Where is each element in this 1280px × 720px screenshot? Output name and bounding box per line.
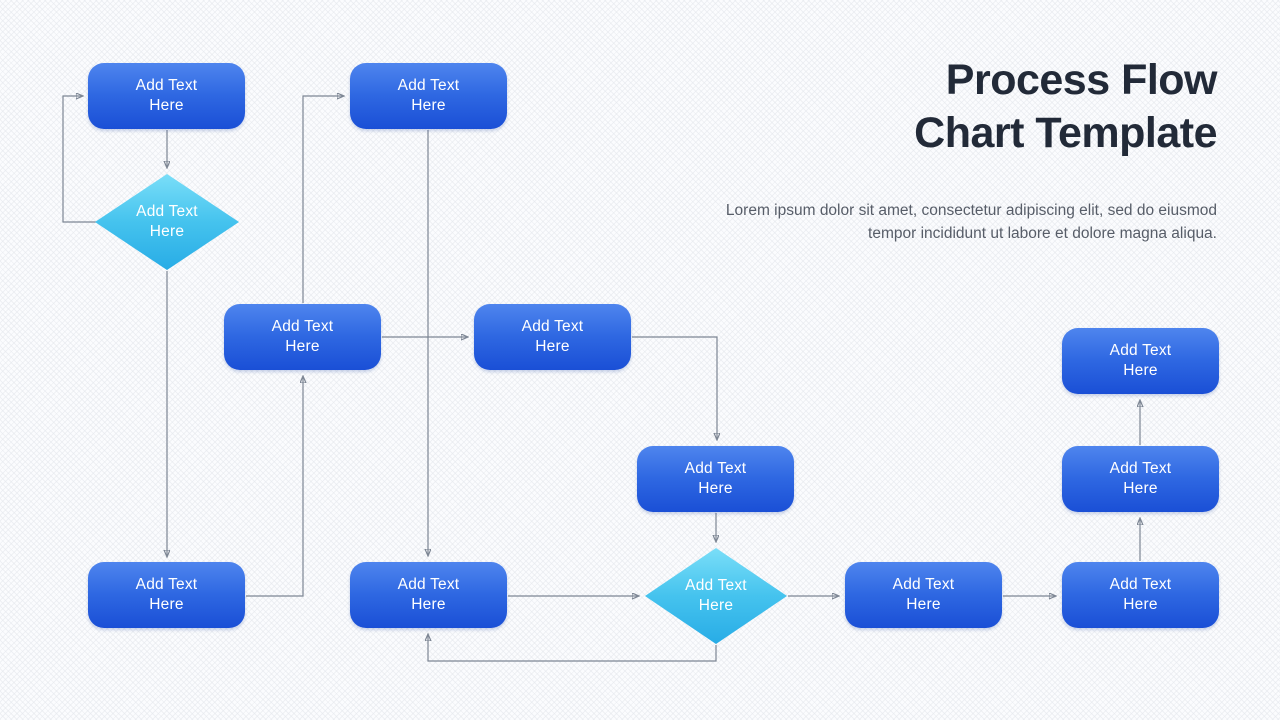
connector-step4-step5: [632, 336, 717, 439]
connector-step3-step2: [302, 96, 343, 303]
subtitle-text: Lorem ipsum dolor sit amet, consectetur …: [725, 202, 1217, 242]
page-title: Process Flow Chart Template: [914, 56, 1217, 157]
connector-decision1-step1: [62, 96, 96, 223]
connector-decision2-step9-loop: [428, 635, 717, 662]
connector-step8-step3: [246, 377, 303, 597]
title-block: Process Flow Chart Template: [914, 54, 1217, 160]
